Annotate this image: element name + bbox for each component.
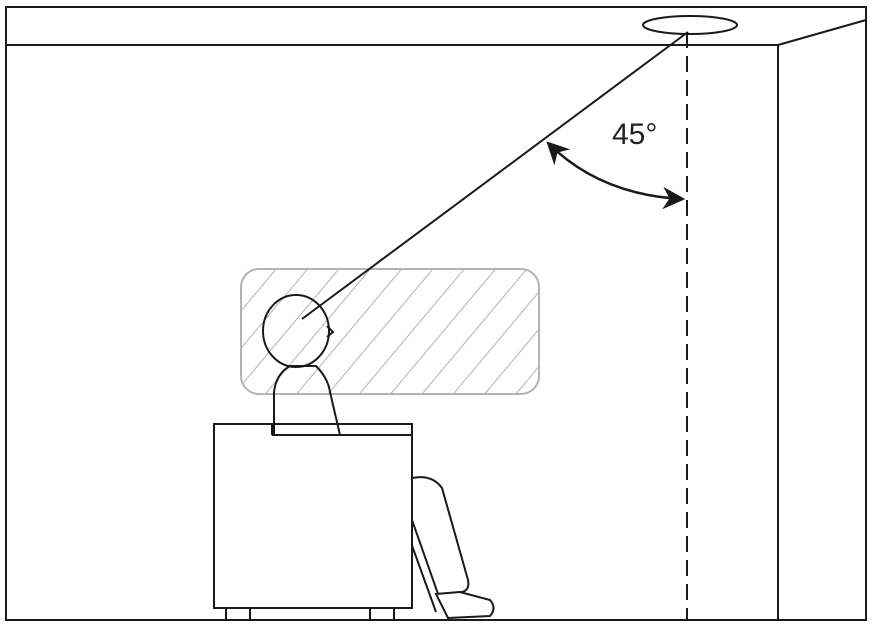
angle-arc [546, 141, 686, 210]
room [5, 6, 867, 621]
person-leg [411, 476, 470, 596]
angle-label: 45° [612, 118, 657, 151]
person-head [262, 294, 330, 368]
person [262, 294, 341, 436]
chair-foot-right [369, 607, 395, 621]
ceiling-perspective-line [777, 19, 867, 46]
room-frame [5, 6, 867, 621]
ceiling-speaker [642, 15, 738, 35]
chair-foot-left [225, 607, 251, 621]
person-leg-back [409, 539, 437, 613]
chair-body [213, 423, 413, 609]
speaker-sight-line [301, 31, 689, 320]
person-foot [434, 590, 495, 620]
person-ear [326, 325, 335, 338]
armchair [213, 423, 495, 621]
listening-zone [240, 268, 540, 395]
